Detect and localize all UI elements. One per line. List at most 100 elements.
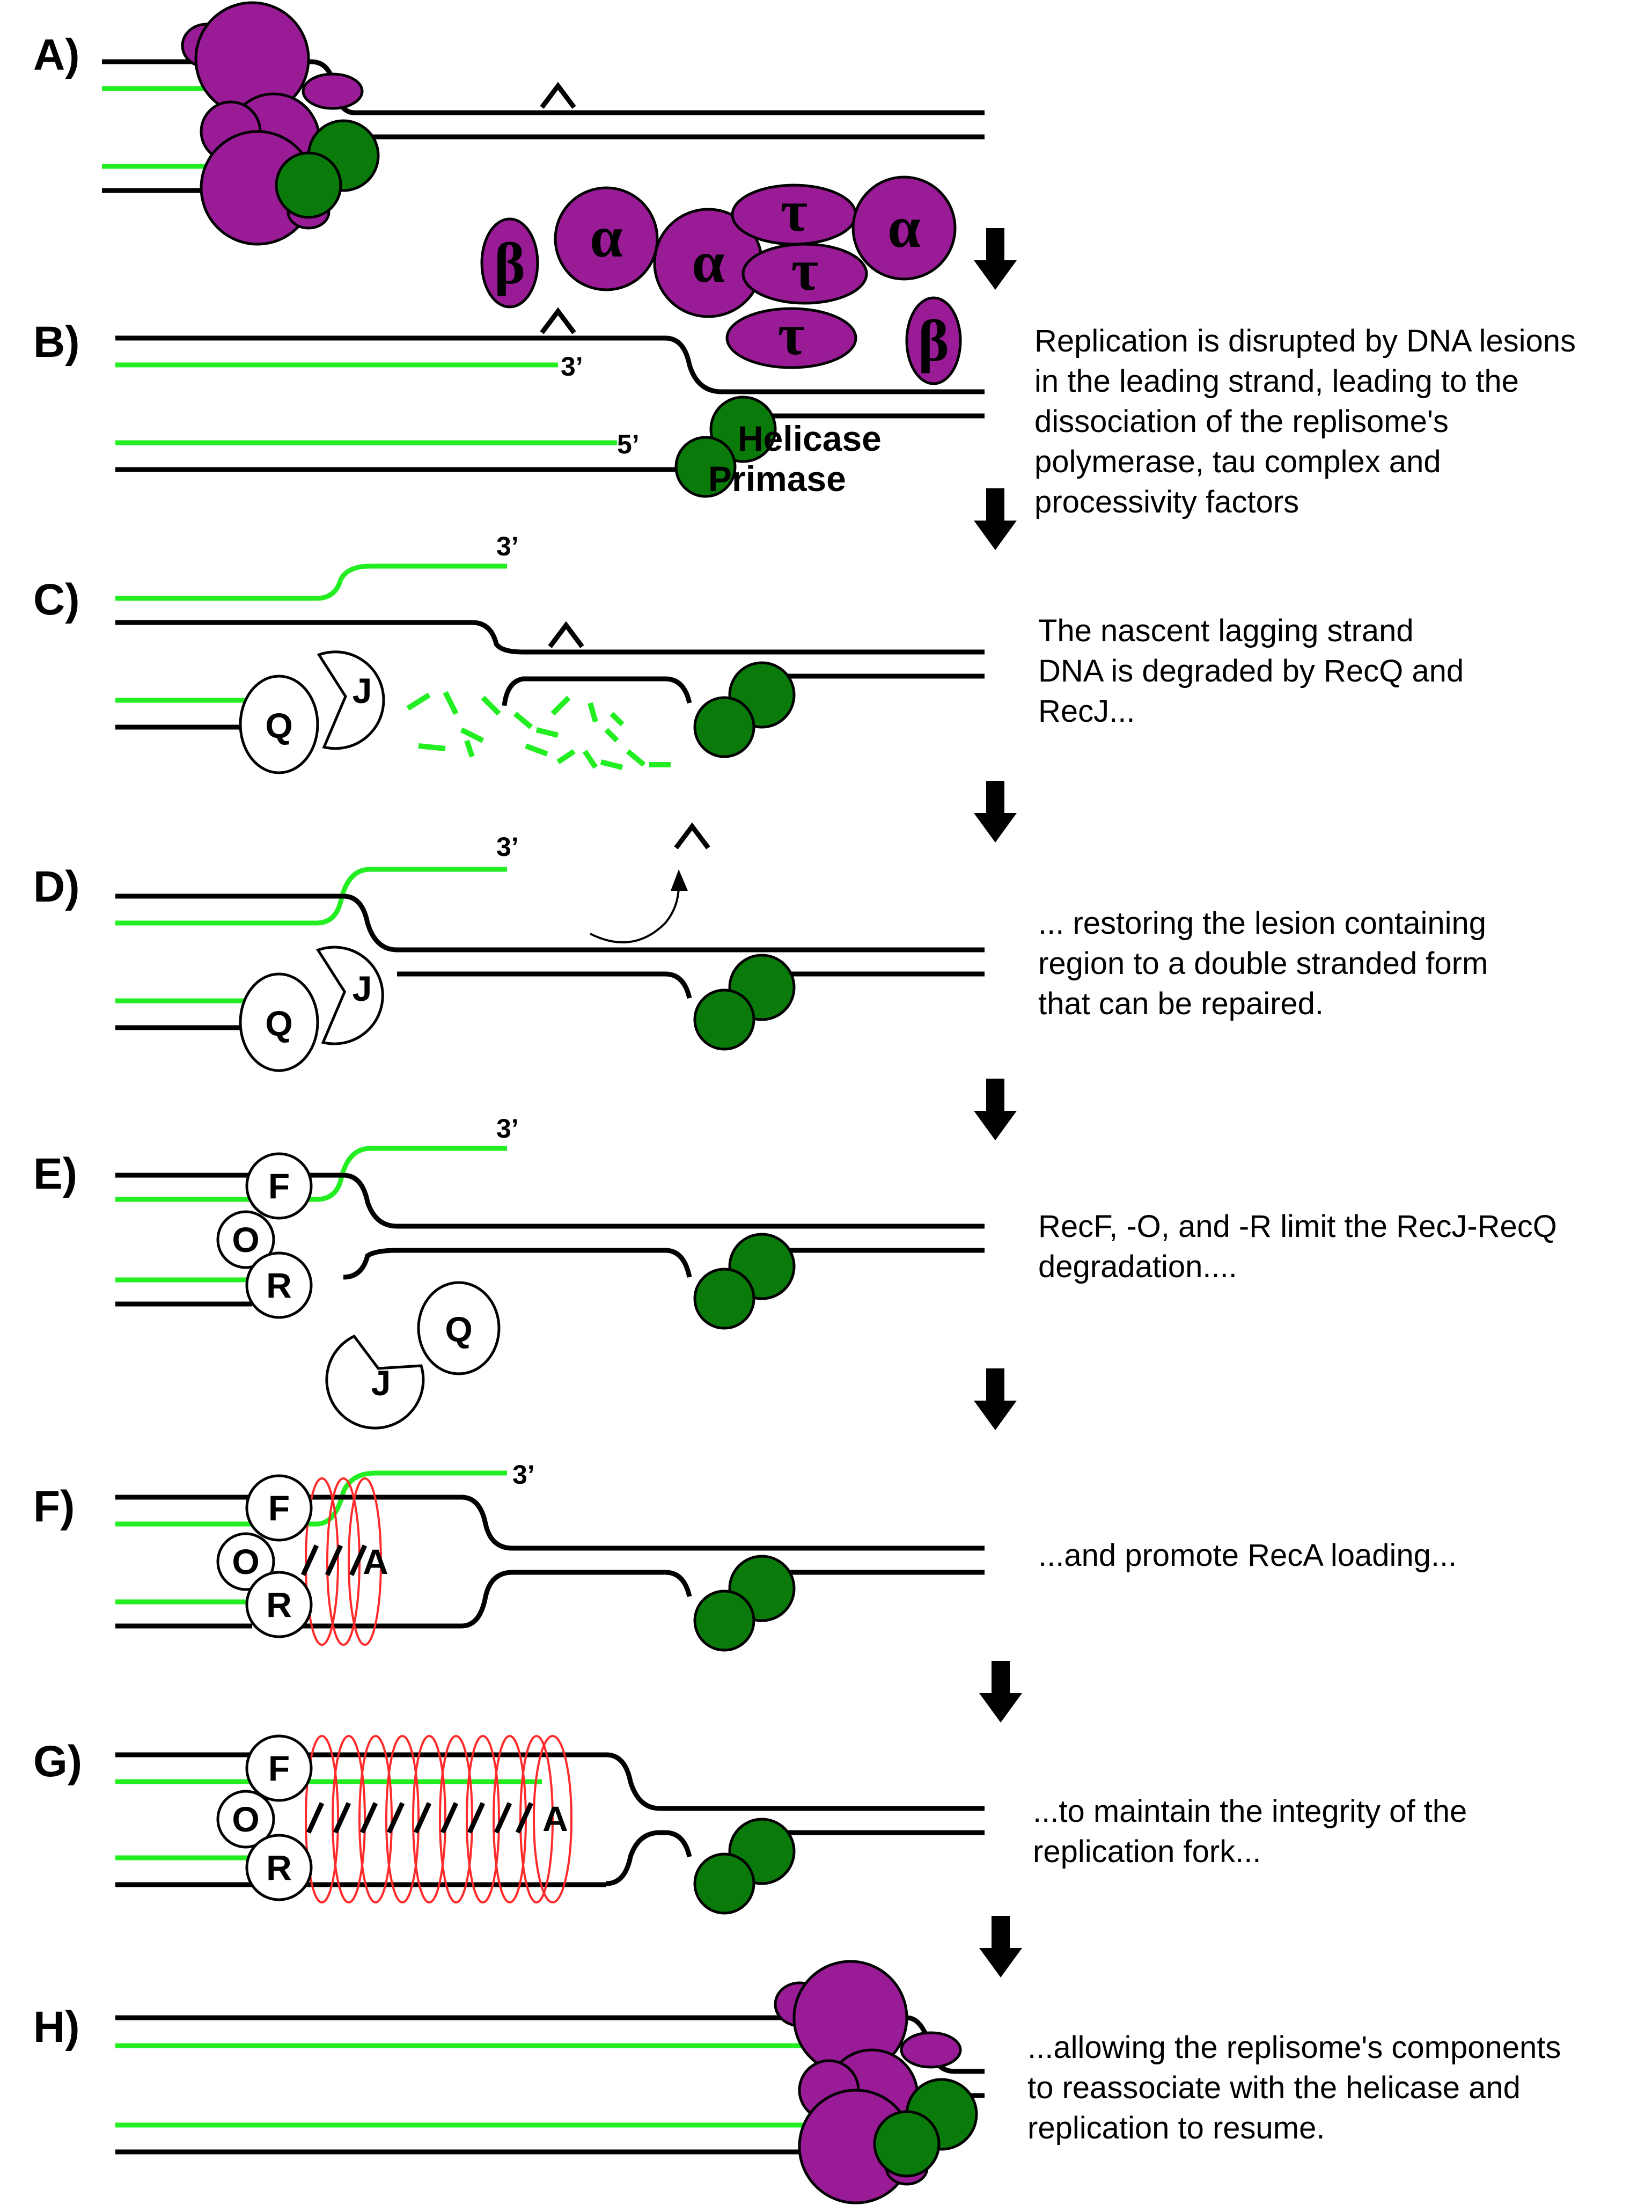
recf-label-e: F <box>268 1166 290 1206</box>
panel-label-g: G) <box>33 1737 82 1786</box>
recr-e: R <box>245 1251 313 1319</box>
dissociated-replisome: β α α τ τ τ α β <box>480 175 962 385</box>
step-arrow-bc <box>974 488 1017 550</box>
dna-nascent-leading-c <box>115 563 507 601</box>
helicase-label: Helicase <box>738 419 882 458</box>
reco-e: O <box>216 1210 275 1269</box>
caption-g-line-2: replication fork... <box>1033 1834 1261 1869</box>
panel-g: G) A O F R <box>33 1734 1467 1915</box>
recq-c: Q <box>239 675 319 774</box>
three-prime-label-e: 3’ <box>496 1114 519 1144</box>
lesion-a <box>540 82 576 109</box>
step-arrow-ef <box>974 1368 1017 1430</box>
tau-label-1: τ <box>781 178 808 244</box>
lesion-b <box>540 307 576 334</box>
recj-label-e: J <box>371 1363 391 1403</box>
tau-label-2: τ <box>791 237 819 303</box>
dna-nascent-leading-e <box>115 1146 507 1202</box>
lesion-release-arrow <box>590 885 680 943</box>
dna-leading-parental-e <box>115 1173 985 1229</box>
caption-e-line-2: degradation.... <box>1038 1249 1237 1284</box>
recf-label-g: F <box>268 1748 290 1788</box>
caption-d-line-3: that can be repaired. <box>1038 986 1324 1021</box>
lesion-d <box>674 822 710 849</box>
caption-f-line-1: ...and promote RecA loading... <box>1038 1538 1457 1573</box>
tau-subunit-3 <box>725 307 857 369</box>
recf-g: F <box>245 1734 313 1802</box>
panel-label-d: D) <box>33 862 80 911</box>
dna-nascent-leading-d <box>115 867 507 926</box>
recj-label-c: J <box>353 671 372 711</box>
caption-b-line-1: Replication is disrupted by DNA lesions <box>1034 324 1576 358</box>
step-arrows <box>974 228 1022 1977</box>
recr-f: R <box>245 1571 313 1638</box>
recq-label-d: Q <box>265 1004 292 1043</box>
step-arrow-gh <box>979 1916 1022 1977</box>
recq-label-e: Q <box>445 1309 472 1349</box>
caption-b-line-3: dissociation of the replisome's <box>1034 404 1449 439</box>
alpha-label-2: α <box>692 229 724 295</box>
primase-label: Primase <box>708 459 846 499</box>
primase-e <box>693 1268 755 1330</box>
panel-label-f: F) <box>33 1482 75 1531</box>
recj-d: J <box>315 946 384 1045</box>
step-arrow-fg <box>979 1661 1022 1723</box>
recj-e: J <box>325 1334 425 1430</box>
panel-c: C) 3’ Q J The nascent lagging strand DNA… <box>33 531 1464 774</box>
caption-c-line-3: RecJ... <box>1038 694 1135 729</box>
three-prime-label-f: 3’ <box>512 1460 535 1490</box>
primase-b <box>674 436 737 498</box>
caption-e: RecF, -O, and -R limit the RecJ-RecQ deg… <box>1038 1209 1557 1284</box>
three-prime-label-d: 3’ <box>496 832 519 862</box>
caption-g-line-1: ...to maintain the integrity of the <box>1033 1794 1467 1829</box>
five-prime-label-b: 5’ <box>617 429 640 459</box>
caption-c-line-2: DNA is degraded by RecQ and <box>1038 654 1464 688</box>
reco-label-e: O <box>232 1220 259 1259</box>
dna-lagging-parental-e <box>343 1248 692 1280</box>
reco-f: O <box>216 1532 275 1591</box>
primase-d <box>693 988 755 1051</box>
panel-label-b: B) <box>33 318 80 367</box>
reca-filament-f: A <box>300 1477 388 1646</box>
caption-b-line-4: polymerase, tau complex and <box>1034 444 1441 479</box>
caption-b-line-2: in the leading strand, leading to the <box>1034 364 1519 399</box>
step-arrow-ab <box>974 228 1017 290</box>
dna-lagging-parental-d <box>397 971 692 999</box>
degraded-fragments-c <box>406 691 671 770</box>
primase-f <box>693 1590 755 1652</box>
recj-c: J <box>317 650 385 750</box>
dna-leading-parental-g <box>115 1752 985 1811</box>
recr-g: R <box>245 1834 313 1901</box>
dna-leading-parental-d <box>115 893 985 953</box>
caption-d: ... restoring the lesion containing regi… <box>1038 906 1488 1021</box>
beta-clamp-1 <box>480 217 539 309</box>
dna-nascent-leading-f <box>115 1470 507 1527</box>
caption-h-line-1: ...allowing the replisome's components <box>1027 2030 1561 2065</box>
caption-g: ...to maintain the integrity of the repl… <box>1033 1794 1467 1869</box>
panel-h: H) ...allowing the replisome's component… <box>33 1960 1561 2204</box>
reca-label-f: A <box>363 1542 388 1581</box>
three-prime-label-b: 3’ <box>561 351 583 382</box>
caption-f: ...and promote RecA loading... <box>1038 1538 1457 1573</box>
step-arrow-de <box>974 1079 1017 1140</box>
beta-label-1: β <box>494 231 525 296</box>
recq-d: Q <box>239 972 319 1072</box>
caption-e-line-1: RecF, -O, and -R limit the RecJ-RecQ <box>1038 1209 1557 1244</box>
recf-f: F <box>245 1474 313 1542</box>
dna-lagging-parental-f <box>300 1570 692 1629</box>
beta-label-2: β <box>918 308 949 373</box>
caption-h-line-3: replication to resume. <box>1027 2111 1325 2145</box>
panel-d: D) 3’ Q J ... restoring the lesion conta… <box>33 822 1488 1072</box>
caption-b: Replication is disrupted by DNA lesions … <box>1034 324 1576 519</box>
dna-lagging-parental-c <box>502 676 692 706</box>
panel-label-e: E) <box>33 1149 77 1198</box>
reco-label-f: O <box>232 1542 259 1581</box>
caption-d-line-2: region to a double stranded form <box>1038 946 1488 981</box>
panel-a: A) <box>33 1 985 246</box>
panel-f: F) 3’ A O F R ...and promote Rec <box>33 1460 1457 1652</box>
panel-e: E) 3’ O F R Q J RecF, -O, and <box>33 1114 1557 1430</box>
alpha-label-3: α <box>887 194 920 260</box>
nascent-dna-fragments <box>406 691 671 770</box>
recq-label-c: Q <box>265 706 292 745</box>
